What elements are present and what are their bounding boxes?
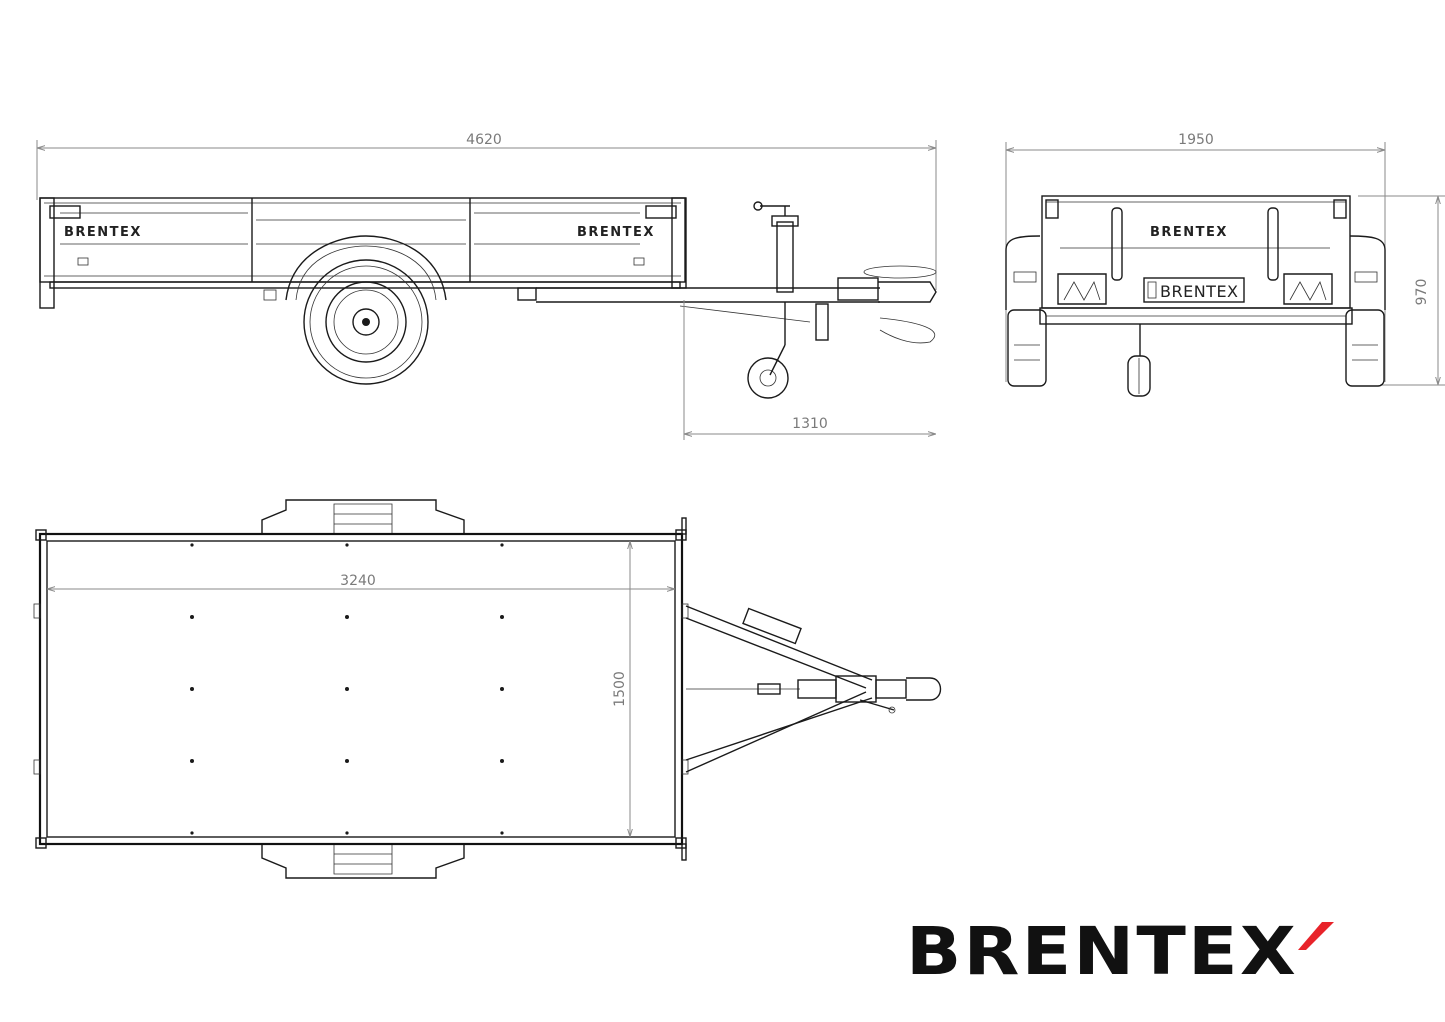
dimension-rear-width: 1950 [1005, 132, 1386, 382]
dimension-label-1950: 1950 [1178, 132, 1214, 148]
rear-plate-text: BRENTEX [1160, 282, 1239, 301]
dimension-deck-length: 3240 [48, 573, 674, 589]
rear-view: 1950 970 BRENTEX BRENTEX [1005, 132, 1445, 397]
dimension-label-1500: 1500 [612, 671, 628, 707]
brand-logo-text: BRENTEX [906, 913, 1298, 990]
side-board-logo-right: BRENTEX [577, 225, 655, 240]
rear-board-logo: BRENTEX [1150, 225, 1228, 240]
dimension-drawbar: 1310 [683, 300, 935, 440]
side-body: BRENTEX BRENTEX [39, 197, 687, 309]
deck-bolts [190, 543, 504, 835]
top-view: 3240 1500 [33, 499, 942, 879]
dimension-rear-height: 970 [1358, 195, 1445, 386]
dimension-deck-width: 1500 [612, 542, 630, 836]
top-drawbar [685, 605, 942, 773]
dimension-label-970: 970 [1414, 279, 1430, 306]
dimension-overall-length: 4620 [36, 132, 937, 290]
side-board-logo-left: BRENTEX [64, 225, 142, 240]
dimension-label-1310: 1310 [792, 416, 828, 432]
dimension-label-4620: 4620 [466, 132, 502, 148]
side-drawbar [536, 201, 937, 399]
brand-logo-accent-mark [1298, 922, 1334, 950]
side-wheel [285, 235, 447, 385]
brand-logo: BRENTEX [906, 913, 1334, 990]
side-view: 4620 [36, 132, 937, 440]
dimension-label-3240: 3240 [340, 573, 376, 589]
